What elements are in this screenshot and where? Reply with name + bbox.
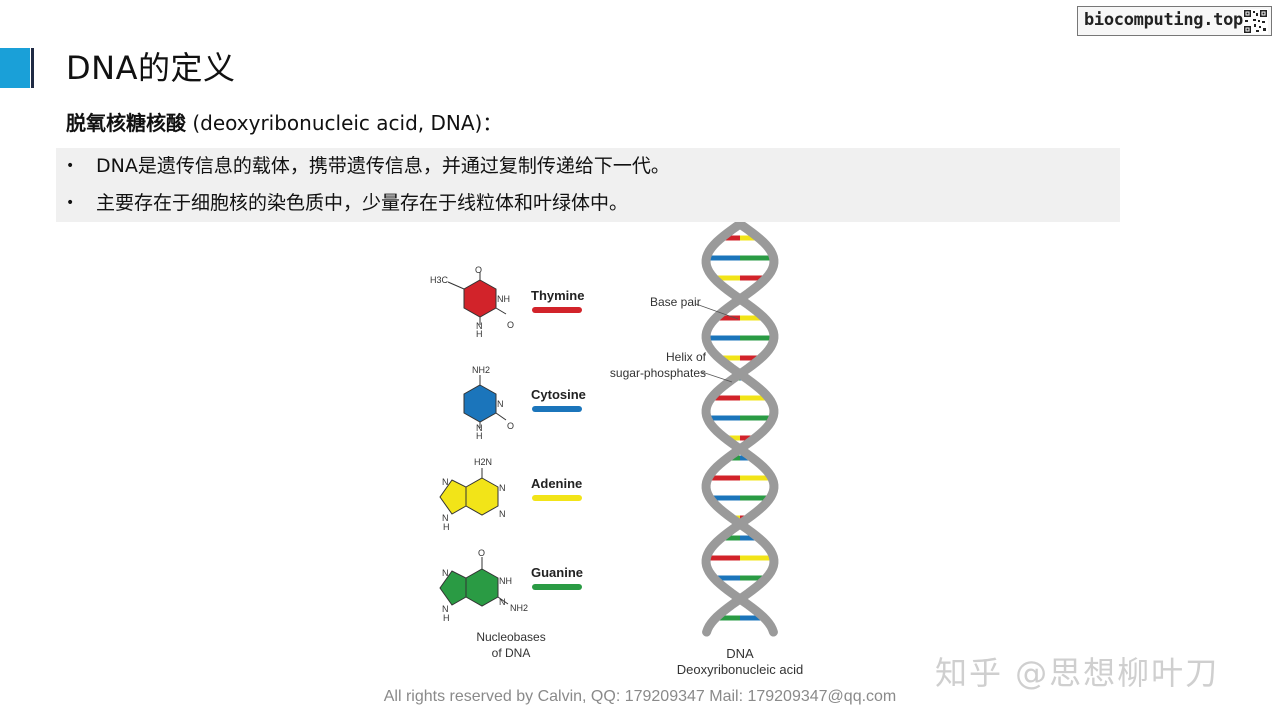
dna-figure: H3C O NH N H O NH2 N N H O H2N N N N N H… <box>400 222 840 682</box>
base-pair-rung <box>707 415 740 421</box>
atom-label: NH <box>497 294 510 304</box>
definition-rest: (deoxyribonucleic acid, DNA)： <box>186 111 503 135</box>
bullet-marker: • <box>66 158 75 174</box>
atom-label: N <box>476 423 483 433</box>
atom-label: H3C <box>430 275 449 285</box>
base-pair-rung <box>740 475 772 481</box>
title-accent-bar <box>0 48 30 88</box>
atom-label: H <box>443 522 450 532</box>
base-pair-rung <box>740 435 756 441</box>
cytosine-label: Cytosine <box>531 387 586 402</box>
base-pair-rung <box>713 575 740 581</box>
site-logo: biocomputing.top <box>1077 6 1272 36</box>
bullet-marker: • <box>66 195 75 211</box>
sugar-phosphate-backbone <box>701 222 779 637</box>
base-pair-rung <box>715 615 740 621</box>
base-pair-rung <box>740 315 765 321</box>
base-pair-rung <box>740 615 765 621</box>
base-pair-rung <box>740 495 771 501</box>
title-accent-line <box>31 48 34 88</box>
atom-label: H <box>443 613 450 623</box>
base-pair-rung <box>713 275 740 281</box>
adenine-structure <box>439 468 499 516</box>
atom-label: N <box>497 399 504 409</box>
atom-label: N <box>499 597 506 607</box>
dna-illustration <box>439 222 779 637</box>
atom-label: N <box>476 321 483 331</box>
dna-caption: DNA Deoxyribonucleic acid <box>670 646 810 678</box>
caption-line: Nucleobases <box>476 630 546 644</box>
base-pair-rung <box>740 275 767 281</box>
atom-label: N <box>442 568 449 578</box>
nucleobases-caption: Nucleobases of DNA <box>466 629 556 661</box>
base-pair-rung <box>706 555 740 561</box>
helix-label-line: sugar-phosphates <box>609 366 706 380</box>
base-pair-rung <box>740 575 767 581</box>
helix-label-line: Helix of <box>665 350 706 364</box>
dna-helix <box>701 222 779 637</box>
atom-label: N <box>499 483 506 493</box>
base-pair-rung <box>709 495 740 501</box>
base-pair-rung <box>740 395 769 401</box>
thymine-structure <box>447 272 507 325</box>
base-pair-rung <box>711 395 740 401</box>
atom-label: H <box>476 329 483 339</box>
bullet-text: DNA是遗传信息的载体，携带遗传信息，并通过复制传递给下一代。 <box>96 155 670 177</box>
definition-term: 脱氧核糖核酸 <box>66 111 186 135</box>
helix-pointer <box>701 371 733 383</box>
dna-caption-line: Deoxyribonucleic acid <box>676 662 804 677</box>
adenine-bar <box>532 495 582 501</box>
atom-label: NH2 <box>510 603 529 613</box>
base-pair-rung <box>715 315 740 321</box>
base-pair-pointer <box>695 303 739 320</box>
zhihu-watermark: 知乎 @思想柳叶刀 <box>935 654 1220 692</box>
base-pair-rung <box>740 555 774 561</box>
base-pair-rung <box>740 235 759 241</box>
base-pair-label: Base pair <box>650 295 701 309</box>
definition-line: 脱氧核糖核酸 (deoxyribonucleic acid, DNA)： <box>66 110 502 136</box>
base-pair-rung <box>740 535 759 541</box>
bullet-list: • DNA是遗传信息的载体，携带遗传信息，并通过复制传递给下一代。 • 主要存在… <box>56 148 1120 222</box>
helix-label: Helix of sugar-phosphates <box>606 349 706 381</box>
atom-label: O <box>478 548 486 558</box>
base-pair-rung <box>706 255 740 261</box>
atom-label: N <box>442 604 449 614</box>
base-pair-rung <box>706 335 740 341</box>
atom-label: N <box>499 509 506 519</box>
guanine-label: Guanine <box>531 565 584 580</box>
base-pair-rung <box>721 535 740 541</box>
slide-title: DNA的定义 <box>66 49 236 87</box>
atom-label: NH <box>499 576 512 586</box>
base-pair-rung <box>740 255 774 261</box>
dna-caption-line: DNA <box>726 646 754 661</box>
guanine-bar <box>532 584 582 590</box>
atom-label: N <box>442 477 449 487</box>
adenine-label: Adenine <box>531 476 583 491</box>
guanine-structure <box>439 557 509 607</box>
thymine-label: Thymine <box>531 288 585 303</box>
atom-label: N <box>442 513 449 523</box>
sugar-phosphate-backbone <box>701 222 779 637</box>
caption-line: of DNA <box>491 646 531 660</box>
base-pair-rung <box>740 355 762 361</box>
atom-label: O <box>475 265 483 275</box>
atom-label: H <box>476 431 483 441</box>
atom-label: O <box>507 320 515 330</box>
cytosine-bar <box>532 406 582 412</box>
base-pair-rung <box>724 435 740 441</box>
base-pair-rung <box>740 335 774 341</box>
base-pair-rung <box>708 475 740 481</box>
qr-code-icon <box>1243 9 1268 34</box>
cytosine-structure <box>463 375 507 428</box>
base-pair-rung <box>721 235 740 241</box>
thymine-bar <box>532 307 582 313</box>
copyright-footer: All rights reserved by Calvin, QQ: 17920… <box>383 688 897 705</box>
atom-label: H2N <box>474 457 493 467</box>
atom-label: O <box>507 421 515 431</box>
bullet-text: 主要存在于细胞核的染色质中，少量存在于线粒体和叶绿体中。 <box>96 192 629 214</box>
base-pair-rung <box>718 355 740 361</box>
base-pair-rung <box>740 415 773 421</box>
atom-label: NH2 <box>472 365 491 375</box>
logo-text: biocomputing.top <box>1084 10 1243 30</box>
